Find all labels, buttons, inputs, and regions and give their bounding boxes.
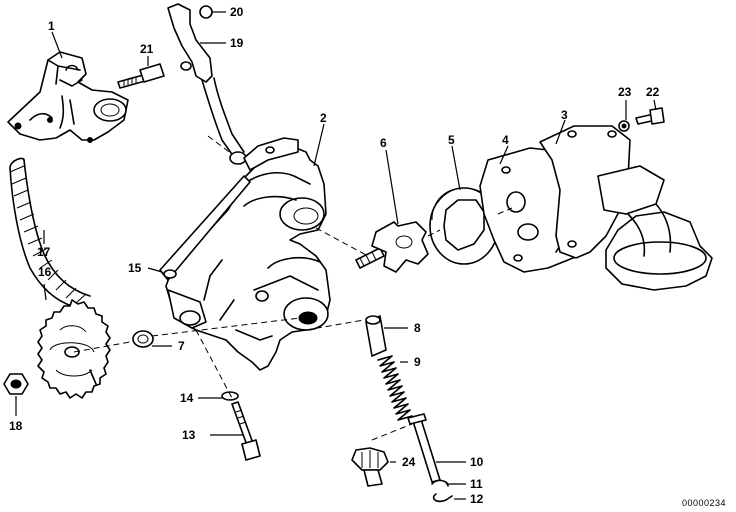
callout-24: 24	[402, 455, 416, 469]
part-16-sprocket	[37, 299, 111, 399]
callout-5: 5	[448, 133, 455, 147]
callout-10: 10	[470, 455, 484, 469]
part-13-bolt	[231, 401, 261, 461]
callout-9: 9	[414, 355, 421, 369]
callout-labels: 1 2 3 4 5 6 7 8 9 10 11 12 13 14 15 16 1…	[9, 5, 726, 508]
leader-lines	[15, 11, 657, 500]
part-9-spring	[377, 355, 413, 421]
part-10-guide-pin	[407, 413, 441, 483]
callout-8: 8	[414, 321, 421, 335]
part-3-suction-cover	[539, 125, 713, 291]
drawing-number: 00000234	[682, 498, 726, 508]
part-11-circlip	[431, 479, 449, 487]
part-14-washer	[221, 391, 239, 401]
part-22-bolt	[635, 107, 665, 125]
assembly-axes	[73, 135, 513, 441]
callout-13: 13	[182, 428, 196, 442]
part-2-pump-housing	[165, 137, 331, 371]
callout-1: 1	[48, 19, 55, 33]
callout-6: 6	[380, 136, 387, 150]
part-24-screw-plug	[351, 447, 389, 487]
part-21-stud	[117, 63, 165, 89]
part-12-snap-ring	[432, 493, 453, 503]
part-23-washer	[618, 120, 630, 132]
part-1-oil-pump-assembly	[7, 51, 129, 143]
callout-14: 14	[180, 391, 194, 405]
callout-3: 3	[561, 108, 568, 122]
callout-22: 22	[646, 85, 660, 99]
part-19-pipe-bracket	[167, 3, 247, 165]
part-8-plunger	[365, 315, 387, 357]
callout-12: 12	[470, 492, 484, 506]
callout-19: 19	[230, 36, 244, 50]
part-15-bracket	[159, 175, 251, 281]
callout-4: 4	[502, 133, 509, 147]
part-6-inner-rotor	[355, 221, 429, 273]
part-18-nut	[3, 373, 29, 395]
callout-16: 16	[38, 265, 52, 279]
callout-15: 15	[128, 261, 142, 275]
callout-17: 17	[37, 245, 51, 259]
callout-2: 2	[320, 111, 327, 125]
part-5-outer-rotor	[429, 187, 499, 265]
callout-20: 20	[230, 5, 244, 19]
part-20-ring	[199, 5, 213, 19]
part-17-chain	[9, 157, 91, 307]
part-7-washer	[132, 330, 154, 348]
callout-21: 21	[140, 42, 154, 56]
callout-23: 23	[618, 85, 632, 99]
callout-18: 18	[9, 419, 23, 433]
callout-7: 7	[178, 339, 185, 353]
callout-11: 11	[470, 477, 483, 491]
